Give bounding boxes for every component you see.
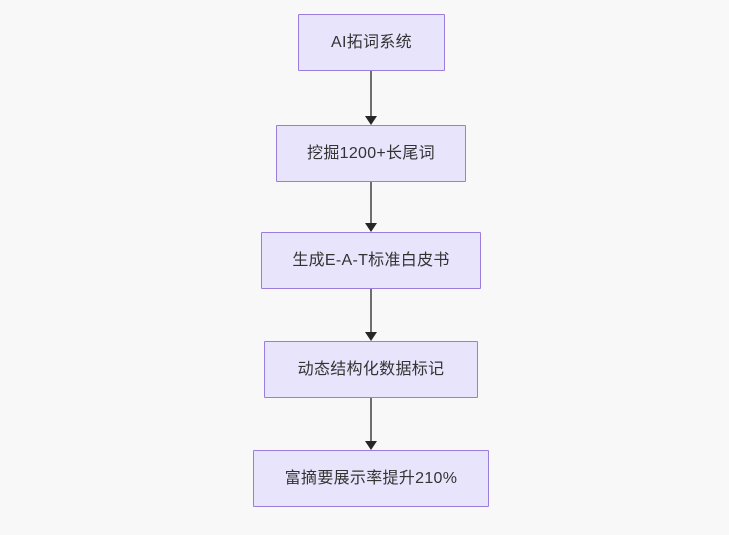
flowchart-node-label: 挖掘1200+长尾词	[307, 144, 435, 162]
edge-line	[370, 398, 372, 441]
edge-arrowhead-icon	[365, 441, 377, 450]
edge-line	[370, 182, 372, 223]
edge-line	[370, 71, 372, 116]
edge-arrowhead-icon	[365, 223, 377, 232]
flowchart-edge-n4-n5	[364, 398, 378, 450]
flowchart-edge-n3-n4	[364, 289, 378, 341]
flowchart-node-n2[interactable]: 挖掘1200+长尾词	[276, 125, 466, 182]
edge-line	[370, 289, 372, 332]
flowchart-node-label: 生成E-A-T标准白皮书	[292, 251, 450, 269]
edge-arrowhead-icon	[365, 332, 377, 341]
flowchart-node-n5[interactable]: 富摘要展示率提升210%	[253, 450, 489, 507]
flowchart-node-label: 动态结构化数据标记	[297, 360, 445, 378]
flowchart-node-label: 富摘要展示率提升210%	[284, 469, 458, 487]
flowchart-node-label: AI拓词系统	[331, 33, 412, 51]
flowchart-node-n1[interactable]: AI拓词系统	[298, 14, 445, 71]
flowchart-node-n4[interactable]: 动态结构化数据标记	[264, 341, 478, 398]
flowchart-node-n3[interactable]: 生成E-A-T标准白皮书	[261, 232, 481, 289]
flowchart-edge-n1-n2	[364, 71, 378, 125]
edge-arrowhead-icon	[365, 116, 377, 125]
flowchart-edge-n2-n3	[364, 182, 378, 232]
